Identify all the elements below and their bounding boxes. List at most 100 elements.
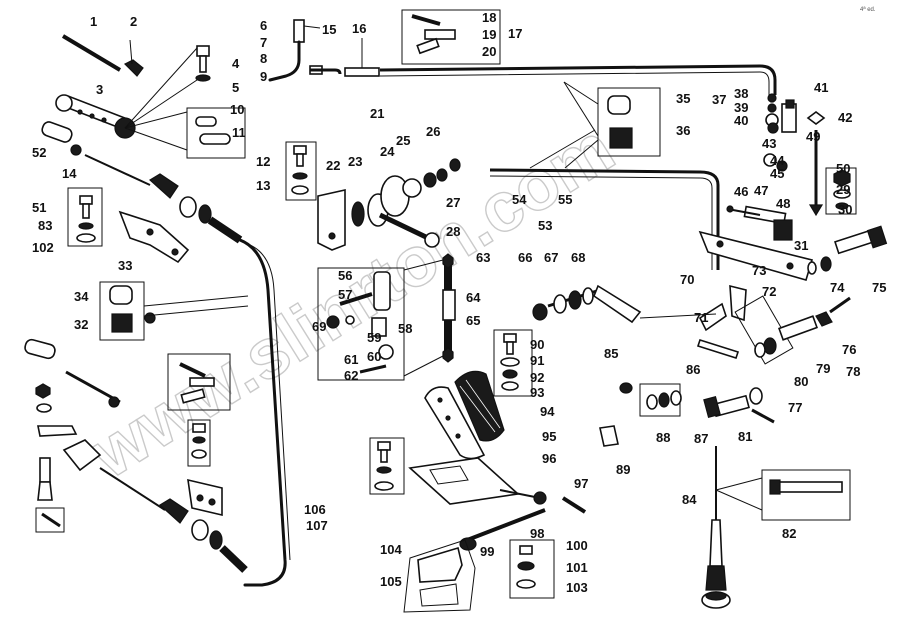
callout-label-57: 57 <box>338 287 352 302</box>
callout-label-61: 61 <box>344 352 358 367</box>
callout-label-44: 44 <box>770 153 785 168</box>
callout-label-78: 78 <box>846 364 860 379</box>
callout-label-14: 14 <box>62 166 77 181</box>
callout-label-48: 48 <box>776 196 790 211</box>
callout-label-20: 20 <box>482 44 496 59</box>
callout-label-45: 45 <box>770 166 784 181</box>
part-91-pedal-base <box>408 457 547 505</box>
part-78-pin-detail <box>715 469 851 521</box>
part-51-83-bolt-set <box>67 187 103 247</box>
part-32-34-clamp-group <box>597 87 661 157</box>
callout-label-98: 98 <box>530 526 544 541</box>
callout-label-21: 21 <box>370 106 384 121</box>
part-107-67-pins <box>35 457 65 533</box>
callout-label-12: 12 <box>256 154 270 169</box>
part-16-pipe-segment <box>310 38 380 77</box>
callout-label-90: 90 <box>530 337 544 352</box>
part-1-rod <box>61 34 122 72</box>
callout-label-53: 53 <box>538 218 552 233</box>
callout-label-83: 83 <box>38 218 52 233</box>
callout-label-65: 65 <box>466 313 480 328</box>
callout-label-93: 93 <box>530 385 544 400</box>
part-70-bracket <box>698 230 814 281</box>
callout-label-66: 66 <box>518 250 532 265</box>
part-12-13-71-bolt <box>369 437 405 495</box>
part-46-rod <box>808 130 824 217</box>
part-62-67-linkage <box>532 284 642 324</box>
callout-label-15: 15 <box>322 22 336 37</box>
callout-label-102: 102 <box>32 240 54 255</box>
callout-label-10: 10 <box>230 102 244 117</box>
callout-label-8: 8 <box>260 51 267 66</box>
callout-label-2: 2 <box>130 14 137 29</box>
callout-label-51: 51 <box>32 200 46 215</box>
callout-label-19: 19 <box>482 27 496 42</box>
callout-label-39: 39 <box>734 100 748 115</box>
callout-label-95: 95 <box>542 429 556 444</box>
part-12-13-bolt-lower <box>187 419 211 467</box>
callout-label-76: 76 <box>842 342 856 357</box>
part-102-bracket <box>118 210 190 264</box>
callout-label-43: 43 <box>762 136 776 151</box>
callout-label-50: 50 <box>836 161 850 176</box>
fuel-line-long <box>379 64 777 137</box>
part-4-bolt <box>195 45 211 82</box>
part-62-66-washers <box>35 383 78 437</box>
part-74-77-bolt <box>703 387 775 424</box>
part-98-99-cover <box>403 539 476 613</box>
callout-label-23: 23 <box>348 154 362 169</box>
callout-label-17: 17 <box>508 26 522 41</box>
part-23-28-pulley <box>351 158 461 248</box>
callout-label-49: 49 <box>806 129 820 144</box>
callout-label-94: 94 <box>540 404 555 419</box>
callout-label-25: 25 <box>396 133 410 148</box>
callout-label-6: 6 <box>260 18 267 33</box>
callout-label-62: 62 <box>344 368 358 383</box>
callout-label-84: 84 <box>682 492 697 507</box>
callout-label-105: 105 <box>380 574 402 589</box>
callout-label-74: 74 <box>830 280 845 295</box>
callout-label-60: 60 <box>367 349 381 364</box>
callout-label-54: 54 <box>512 192 527 207</box>
part-68-69-lever <box>639 284 747 332</box>
part-35-37-fittings <box>765 93 779 127</box>
cable-upper <box>84 154 291 587</box>
callout-label-11: 11 <box>232 125 246 140</box>
part-95-97-bolt-group <box>509 539 555 599</box>
callout-label-63: 63 <box>476 250 490 265</box>
part-10-11-pins <box>124 47 246 159</box>
part-52-clevis-lower <box>24 338 56 360</box>
callout-label-104: 104 <box>380 542 402 557</box>
callout-label-91: 91 <box>530 353 544 368</box>
callout-label-79: 79 <box>816 361 830 376</box>
part-80-84-fastener-group <box>599 382 682 447</box>
callout-label-28: 28 <box>446 224 460 239</box>
part-12-14-bolt <box>285 141 317 201</box>
part-73-76-bolt-set <box>734 295 851 365</box>
callout-label-103: 103 <box>566 580 588 595</box>
callout-label-73: 73 <box>752 263 766 278</box>
callout-label-30: 30 <box>838 202 852 217</box>
callout-label-18: 18 <box>482 10 496 25</box>
part-17-20-bracket-set <box>401 9 501 65</box>
part-89-pedal-pad <box>454 370 505 442</box>
callout-label-22: 22 <box>326 158 340 173</box>
callout-label-107: 107 <box>306 518 328 533</box>
callout-label-29: 29 <box>836 182 850 197</box>
callout-label-42: 42 <box>838 110 852 125</box>
callout-label-64: 64 <box>466 290 481 305</box>
callout-label-99: 99 <box>480 544 494 559</box>
part-85-88-bolt-group <box>493 329 533 397</box>
callout-label-69: 69 <box>312 319 326 334</box>
callout-label-26: 26 <box>426 124 440 139</box>
callout-label-31: 31 <box>794 238 808 253</box>
part-104-105-pins <box>167 353 231 411</box>
part-38-connector <box>781 99 797 133</box>
part-92-pin <box>561 496 587 514</box>
callout-label-9: 9 <box>260 69 267 84</box>
part-22-bracket <box>317 189 346 251</box>
callout-label-92: 92 <box>530 370 544 385</box>
callout-label-81: 81 <box>738 429 752 444</box>
part-103-rod <box>65 370 121 408</box>
